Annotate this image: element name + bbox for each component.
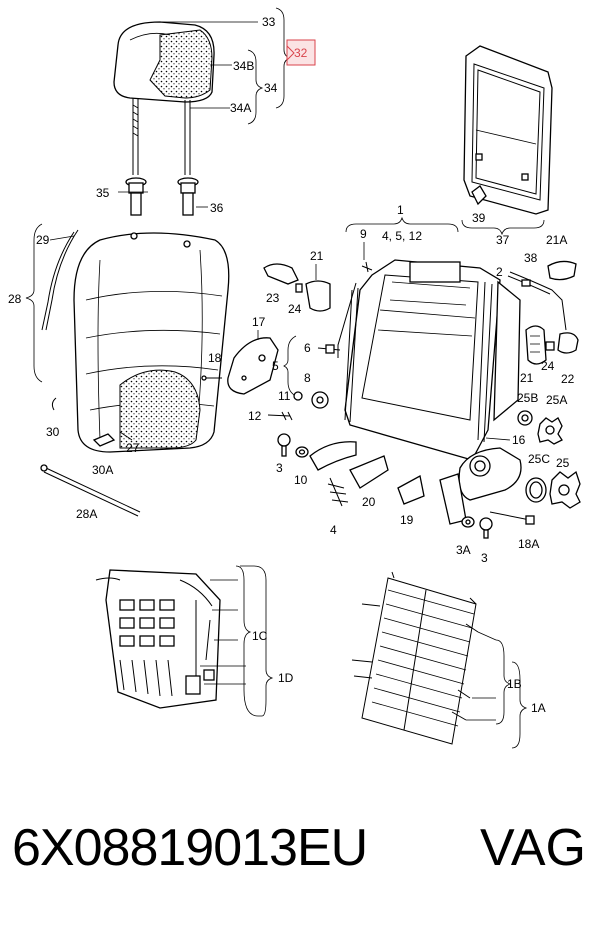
knob-25A [537,417,563,445]
bracket-19 [397,475,425,505]
callout-29: 29 [36,233,50,247]
callout-1: 1 [397,203,404,217]
callout-1A: 1A [531,701,546,715]
callout-9: 9 [360,227,367,241]
handle-21A [547,260,577,281]
lever-23 [263,263,299,285]
callout-1B: 1B [507,677,522,691]
callout-30A: 30A [92,463,113,477]
callout-20: 20 [362,495,376,509]
callout-33: 33 [262,15,276,29]
part-number: 6X08819013EU [12,819,368,877]
callout-3-right: 3 [481,551,488,565]
seat-parts-diagram: 33 34B 34A 34 32 35 36 29 28 30 27 30A 2… [8,7,581,749]
washer-3A [461,516,475,528]
callout-35: 35 [96,186,110,200]
callout-34B: 34B [233,59,254,73]
callout-22: 22 [561,372,575,386]
bolt-3-left [277,433,291,457]
callout-39: 39 [472,211,486,225]
callout-27: 27 [126,441,140,455]
callout-28A: 28A [76,507,97,521]
recliner-mechanism [439,447,522,525]
knob-22 [557,332,579,354]
callout-34A: 34A [230,101,251,115]
callout-30: 30 [46,425,60,439]
callout-21A: 21A [546,233,567,247]
callout-6: 6 [304,341,311,355]
side-cover-17 [227,337,279,395]
backrest-panel-37 [463,45,553,215]
callout-3-left: 3 [276,461,283,475]
callout-25B: 25B [517,391,538,405]
callout-2: 2 [496,265,503,279]
headrest-guide-left [125,177,147,216]
callout-25C: 25C [528,452,550,466]
callout-12: 12 [248,409,262,423]
headrest [113,21,215,175]
callout-4: 4 [330,523,337,537]
callout-19: 19 [400,513,414,527]
callout-32: 32 [294,46,308,60]
handle-21-right [525,325,547,365]
callout-25A: 25A [546,393,567,407]
callout-8: 8 [304,371,311,385]
callout-5: 5 [272,359,279,373]
callout-24-left: 24 [288,302,302,316]
callout-18A: 18A [518,537,539,551]
handle-21-top [305,280,331,312]
callout-4-5-12: 4, 5, 12 [382,229,422,243]
callout-25: 25 [556,456,570,470]
callout-17: 17 [252,315,266,329]
callout-1D: 1D [278,671,294,685]
backrest-cover [73,232,230,453]
bowden-cable-38 [507,271,567,331]
callout-23: 23 [266,291,280,305]
brand-label: VAG [480,819,586,877]
callout-21-top: 21 [310,249,324,263]
headrest-guide-right [177,177,199,216]
callout-10: 10 [294,473,308,487]
backrest-frame [344,259,501,461]
callout-3A: 3A [456,543,471,557]
callout-24-right: 24 [541,359,555,373]
knob-25 [549,470,581,509]
ring-25C [525,477,547,503]
callout-21-right: 21 [520,371,534,385]
callout-18: 18 [208,351,222,365]
callout-38: 38 [524,251,538,265]
backrest-spring-mat [351,571,479,745]
callout-37: 37 [496,233,510,247]
callout-28: 28 [8,292,22,306]
callout-11: 11 [278,389,291,403]
clip-39 [471,185,487,206]
washer-25B [517,410,533,426]
bracket-20 [349,455,389,489]
bushing-10 [295,446,309,458]
callout-16: 16 [512,433,526,447]
lumbar-support-mat [95,569,221,709]
bolt-3-right [479,517,493,539]
callout-34: 34 [264,81,278,95]
callout-1C: 1C [252,629,268,643]
retaining-rod-28A [40,464,141,517]
clip-30A [92,433,116,447]
callout-36: 36 [210,201,224,215]
